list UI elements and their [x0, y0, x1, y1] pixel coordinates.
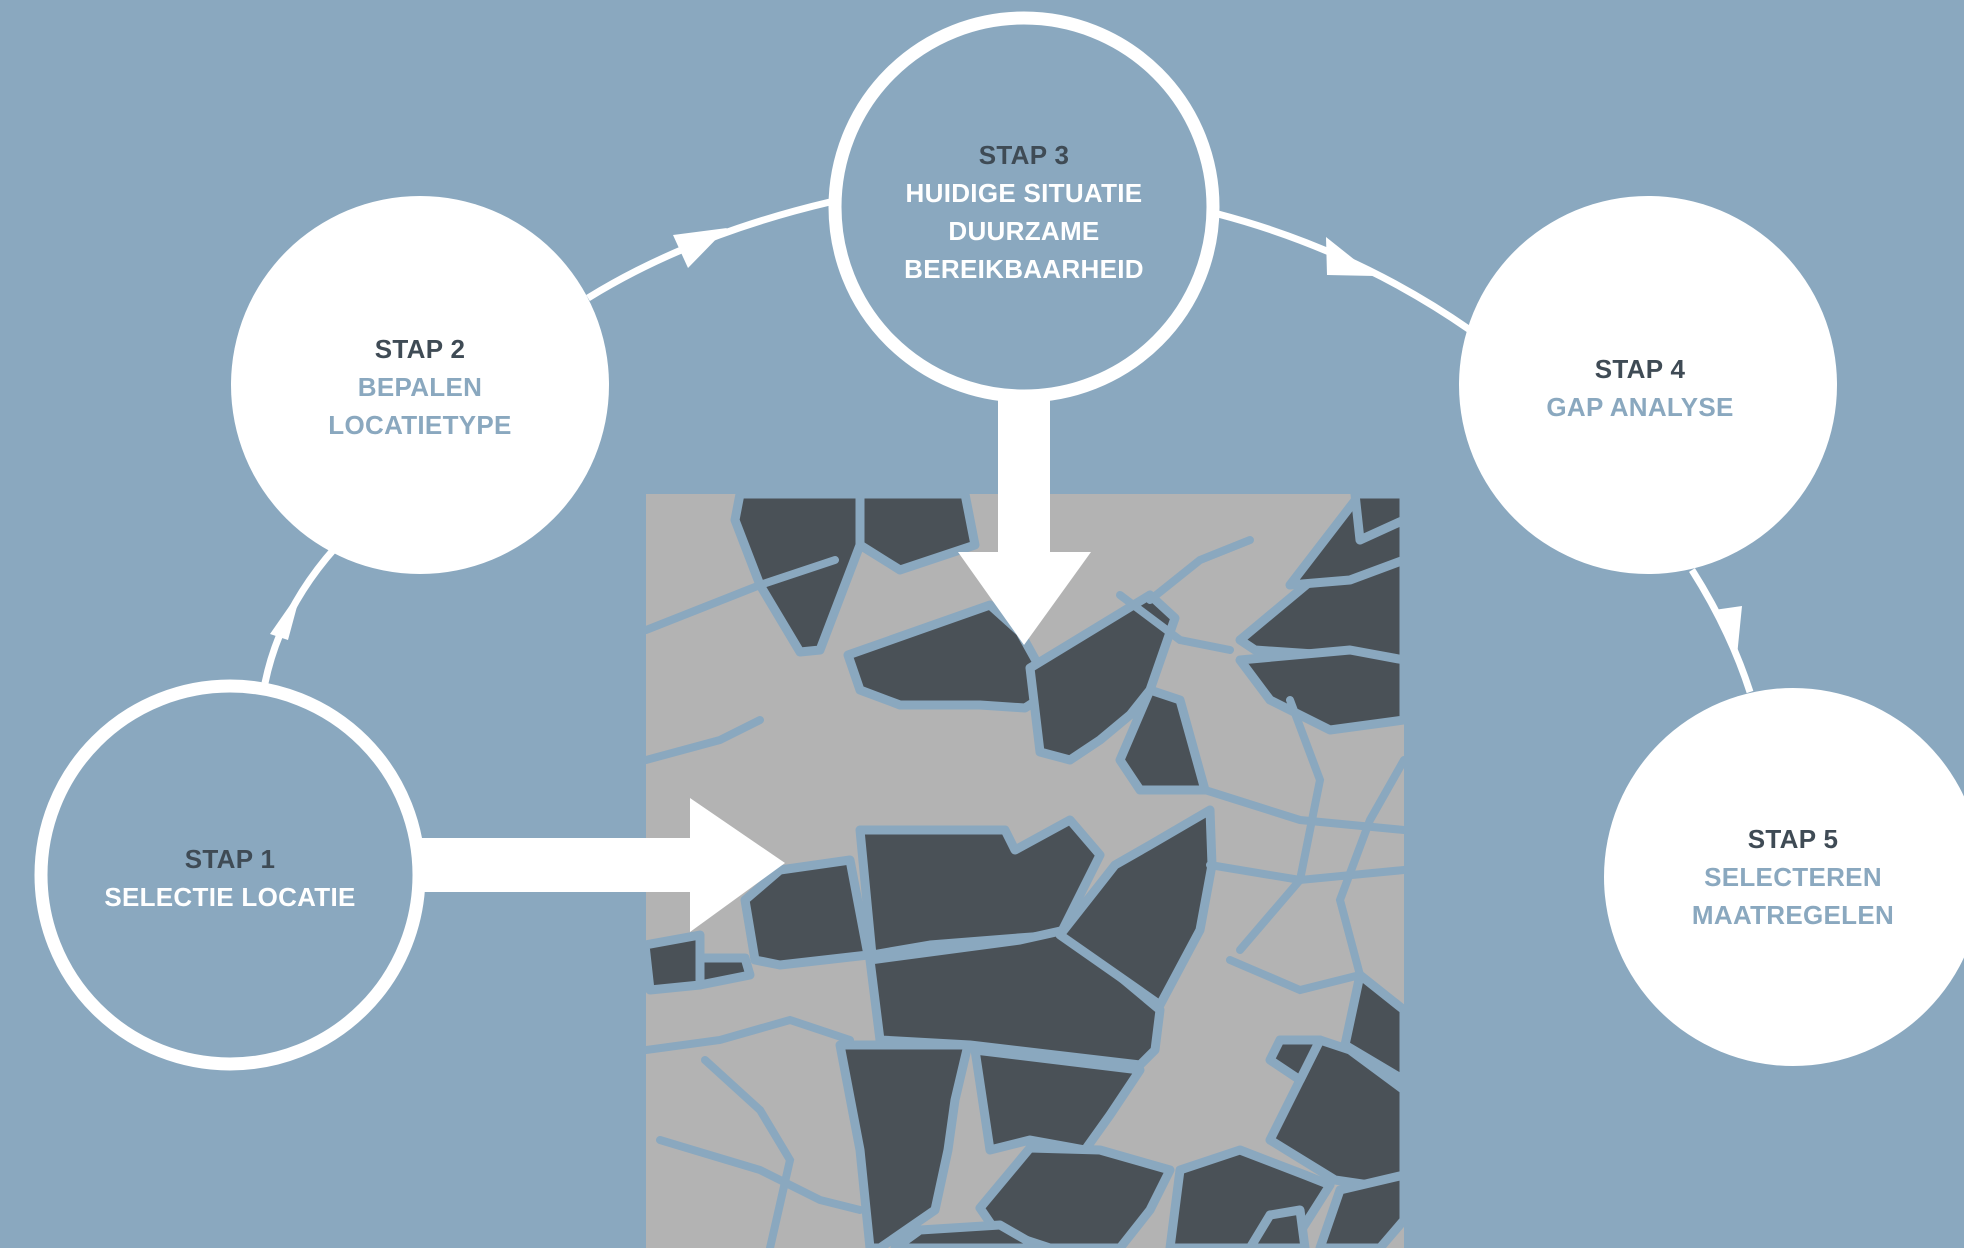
step-4-label: STAP 4 GAP ANALYSE: [1490, 350, 1790, 426]
step-5-title-line-2: MAATREGELEN: [1691, 900, 1895, 930]
connector-1-2: [261, 545, 338, 684]
step-1-number: STAP 1: [184, 844, 276, 874]
step-2-title-line-2: LOCATIETYPE: [328, 410, 512, 440]
step-1-title-line-1: SELECTIE LOCATIE: [104, 882, 356, 912]
step-2-title-line-1: BEPALEN: [357, 372, 483, 402]
step-3-title-line-1: HUIDIGE SITUATIE: [905, 178, 1143, 208]
step-4-circle: [1459, 196, 1837, 574]
arrowhead-4-5: [1714, 606, 1742, 656]
connector-4-5: [1689, 568, 1754, 694]
arrowhead-2-3: [673, 228, 727, 268]
step-3-circle: [828, 11, 1220, 403]
step-4-title-line-1: GAP ANALYSE: [1546, 392, 1734, 422]
step-2-circle: [231, 196, 609, 574]
step-5-label: STAP 5 SELECTEREN MAATREGELEN: [1643, 820, 1943, 934]
step-2-number: STAP 2: [374, 334, 466, 364]
connector-2-3: [586, 198, 831, 301]
step-3-title-line-3: BEREIKBAARHEID: [904, 254, 1144, 284]
arrowhead-3-4: [1326, 237, 1375, 276]
step-1-label: STAP 1 SELECTIE LOCATIE: [80, 840, 380, 916]
step-3-title-line-2: DUURZAME: [948, 216, 1100, 246]
step-5-circle: [1604, 688, 1964, 1066]
step-1-circle: [34, 679, 426, 1071]
step-2-label: STAP 2 BEPALEN LOCATIETYPE: [270, 330, 570, 444]
step-4-number: STAP 4: [1594, 354, 1686, 384]
connector-3-4: [1217, 210, 1472, 333]
step-5-number: STAP 5: [1747, 824, 1839, 854]
step-5-title-line-1: SELECTEREN: [1704, 862, 1882, 892]
arrowhead-1-2: [270, 588, 302, 640]
step-3-number: STAP 3: [978, 140, 1070, 170]
step-3-label: STAP 3 HUIDIGE SITUATIE DUURZAME BEREIKB…: [864, 136, 1184, 288]
